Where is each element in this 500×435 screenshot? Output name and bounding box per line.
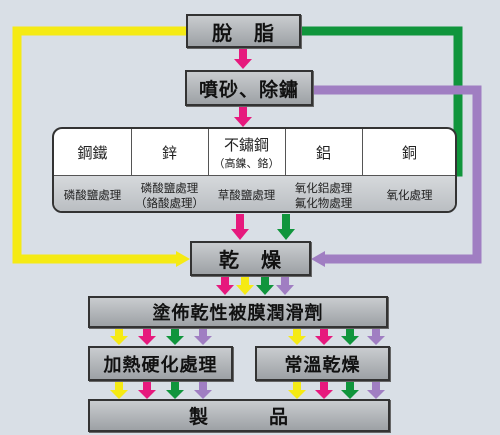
step-degrease-label: 脫 脂 — [212, 20, 275, 45]
treatment-line: 氧化鋁處理 — [294, 181, 353, 196]
table-divider — [285, 129, 286, 211]
treatment-copper: 氧化處理 — [362, 176, 455, 211]
yellow-arrowhead — [176, 251, 190, 267]
treatment-line: 氧化處理 — [386, 188, 433, 203]
treatment-line: 磷酸鹽處理 — [63, 188, 122, 203]
green-arrow-table-dry — [277, 214, 295, 240]
magenta-arrow-blast-table — [234, 106, 252, 127]
treatment-line: 磷酸鹽處理 — [140, 181, 199, 196]
step-room-dry-label: 常溫乾燥 — [284, 354, 361, 376]
treatment-stainless: 草酸鹽處理 — [208, 176, 285, 211]
step-product-label: 製 品 — [188, 406, 289, 428]
purple-flow-line — [313, 85, 482, 264]
step-dry: 乾 燥 — [190, 241, 311, 276]
arrows-coat-to-room — [288, 328, 385, 345]
arrows-heat-to-product — [110, 381, 212, 399]
step-heat-cure: 加熱硬化處理 — [88, 346, 233, 381]
step-blast-label: 噴砂、除鏽 — [198, 78, 299, 101]
table-divider-horizontal — [54, 175, 455, 176]
material-name: 不鏽鋼 — [223, 136, 269, 154]
magenta-arrow-degrease-blast — [234, 47, 252, 69]
arrows-room-to-product — [288, 381, 385, 399]
step-coat-label: 塗佈乾性被膜潤滑劑 — [152, 303, 324, 324]
material-stainless: 不鏽鋼 （高鎳、鉻） — [208, 129, 285, 176]
material-aluminum: 鋁 — [285, 129, 362, 176]
arrows-dry-to-coat — [216, 276, 294, 295]
step-coat: 塗佈乾性被膜潤滑劑 — [88, 296, 388, 328]
material-steel: 鋼鐵 — [54, 129, 131, 176]
step-heat-cure-label: 加熱硬化處理 — [103, 354, 218, 376]
purple-arrowhead — [311, 251, 325, 267]
material-name: 銅 — [401, 144, 417, 162]
material-table: 鋼鐵 鋅 不鏽鋼 （高鎳、鉻） 鋁 銅 磷酸鹽處理 磷酸鹽處理 （鉻酸處理） 草… — [52, 127, 457, 213]
treatment-line: 氟化物處理 — [294, 195, 353, 210]
table-divider — [362, 129, 363, 211]
treatment-line: 草酸鹽處理 — [217, 188, 276, 203]
treatment-aluminum: 氧化鋁處理 氟化物處理 — [285, 176, 362, 211]
material-copper: 銅 — [362, 129, 455, 176]
step-room-dry: 常溫乾燥 — [255, 346, 390, 381]
treatment-steel: 磷酸鹽處理 — [54, 176, 131, 211]
material-name: 鋁 — [315, 144, 331, 162]
treatment-zinc: 磷酸鹽處理 （鉻酸處理） — [131, 176, 208, 211]
treatment-line: （鉻酸處理） — [135, 195, 204, 210]
step-product: 製 品 — [88, 399, 390, 432]
yellow-flow-line — [12, 26, 186, 264]
magenta-arrow-table-dry — [231, 214, 249, 240]
material-name: 鋼鐵 — [77, 144, 108, 162]
material-zinc: 鋅 — [131, 129, 208, 176]
material-name: 鋅 — [161, 144, 177, 162]
step-degrease: 脫 脂 — [186, 14, 301, 48]
step-dry-label: 乾 燥 — [219, 248, 282, 272]
arrows-coat-to-heat — [110, 328, 212, 345]
table-divider — [131, 129, 132, 211]
table-divider — [208, 129, 209, 211]
material-note: （高鎳、鉻） — [213, 157, 280, 170]
step-blast: 噴砂、除鏽 — [185, 70, 313, 106]
